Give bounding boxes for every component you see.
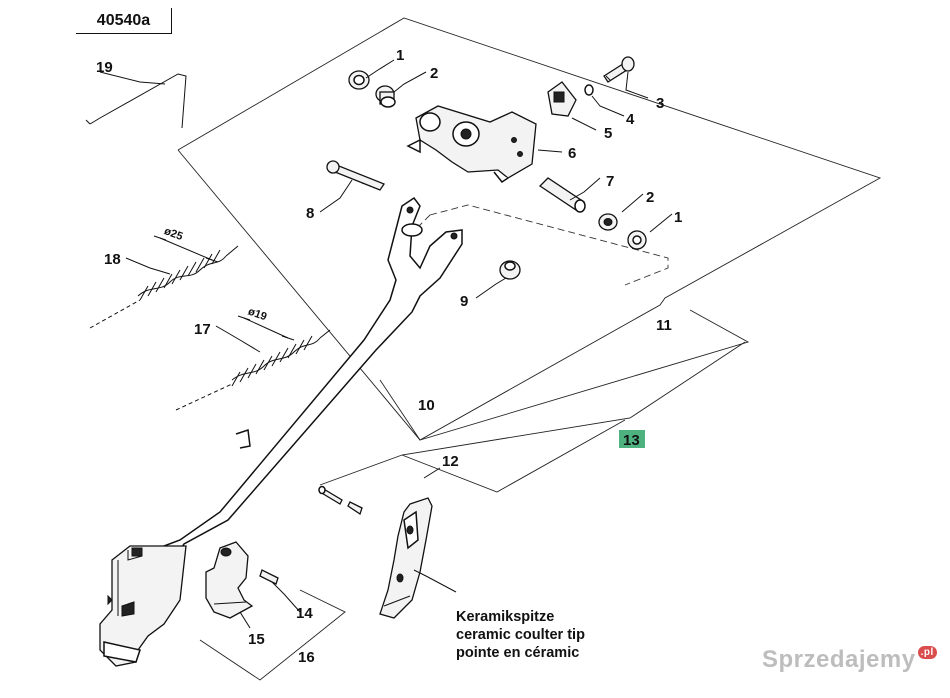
note-line-en: ceramic coulter tip	[456, 627, 585, 643]
group-boundary-16	[199, 589, 346, 681]
callout-9: 9	[460, 293, 468, 310]
note-line-fr: pointe en céramic	[456, 645, 580, 661]
callout-numbers: 19 1 2 3 4 5 6 7 2 1 8 9 10 11 12 13 14 …	[96, 47, 682, 666]
shank-foot	[99, 545, 187, 667]
part-9-nut	[499, 260, 521, 280]
group-boundary-11	[177, 17, 882, 441]
part-2-bushing-lower	[598, 213, 618, 231]
callout-11: 11	[656, 317, 672, 334]
part-17-spring	[175, 329, 331, 411]
part-1-washer-lower	[627, 230, 647, 250]
leader-lines	[99, 59, 673, 629]
callout-15: 15	[248, 631, 265, 648]
part-18-spring	[89, 245, 239, 329]
callout-18: 18	[104, 251, 121, 268]
callout-3: 3	[656, 95, 664, 112]
callout-17: 17	[194, 321, 211, 338]
part-5-clamp	[547, 81, 577, 117]
part-4-ring	[584, 84, 594, 96]
callout-8: 8	[306, 205, 314, 222]
callout-14: 14	[296, 605, 313, 622]
callout-13: 13	[623, 432, 640, 449]
part-8-bolt	[326, 160, 385, 191]
part-7-pin	[538, 177, 586, 213]
part-10-shank	[161, 196, 463, 551]
callout-1b: 1	[674, 209, 682, 226]
watermark-suffix: .pl	[917, 646, 937, 659]
callout-2b: 2	[646, 189, 654, 206]
callout-7: 7	[606, 173, 614, 190]
callout-6: 6	[568, 145, 576, 162]
part-14-pin	[259, 569, 279, 585]
ceramic-tip-note: Keramikspitze ceramic coulter tip pointe…	[456, 608, 585, 662]
callout-5: 5	[604, 125, 612, 142]
callout-4: 4	[626, 111, 635, 128]
part-3-bolt	[603, 56, 635, 83]
callout-10: 10	[418, 397, 435, 414]
note-line-de: Keramikspitze	[456, 609, 555, 625]
callout-19: 19	[96, 59, 113, 76]
watermark: Sprzedajemy.pl	[762, 646, 937, 674]
diagram-reference-number: 40540a	[76, 8, 172, 34]
part-6-bracket	[406, 105, 537, 184]
callout-12: 12	[442, 453, 459, 470]
group-boundary-10	[379, 309, 750, 441]
dimension-19: ø19	[237, 306, 295, 341]
part-15-tip	[205, 541, 254, 619]
watermark-text: Sprzedajemy	[762, 646, 916, 673]
callout-2: 2	[430, 65, 438, 82]
callout-16: 16	[298, 649, 315, 666]
part-2-bushing	[375, 85, 396, 108]
callout-1: 1	[396, 47, 404, 64]
part-12-screw	[318, 485, 363, 516]
part-1-washer	[348, 70, 370, 90]
group-boundary-12	[319, 341, 746, 493]
ceramic-coulter-tip	[379, 497, 433, 619]
part-19-bent-rod	[85, 73, 187, 129]
highlight-13	[619, 430, 645, 448]
dimension-25: ø25	[153, 225, 219, 263]
